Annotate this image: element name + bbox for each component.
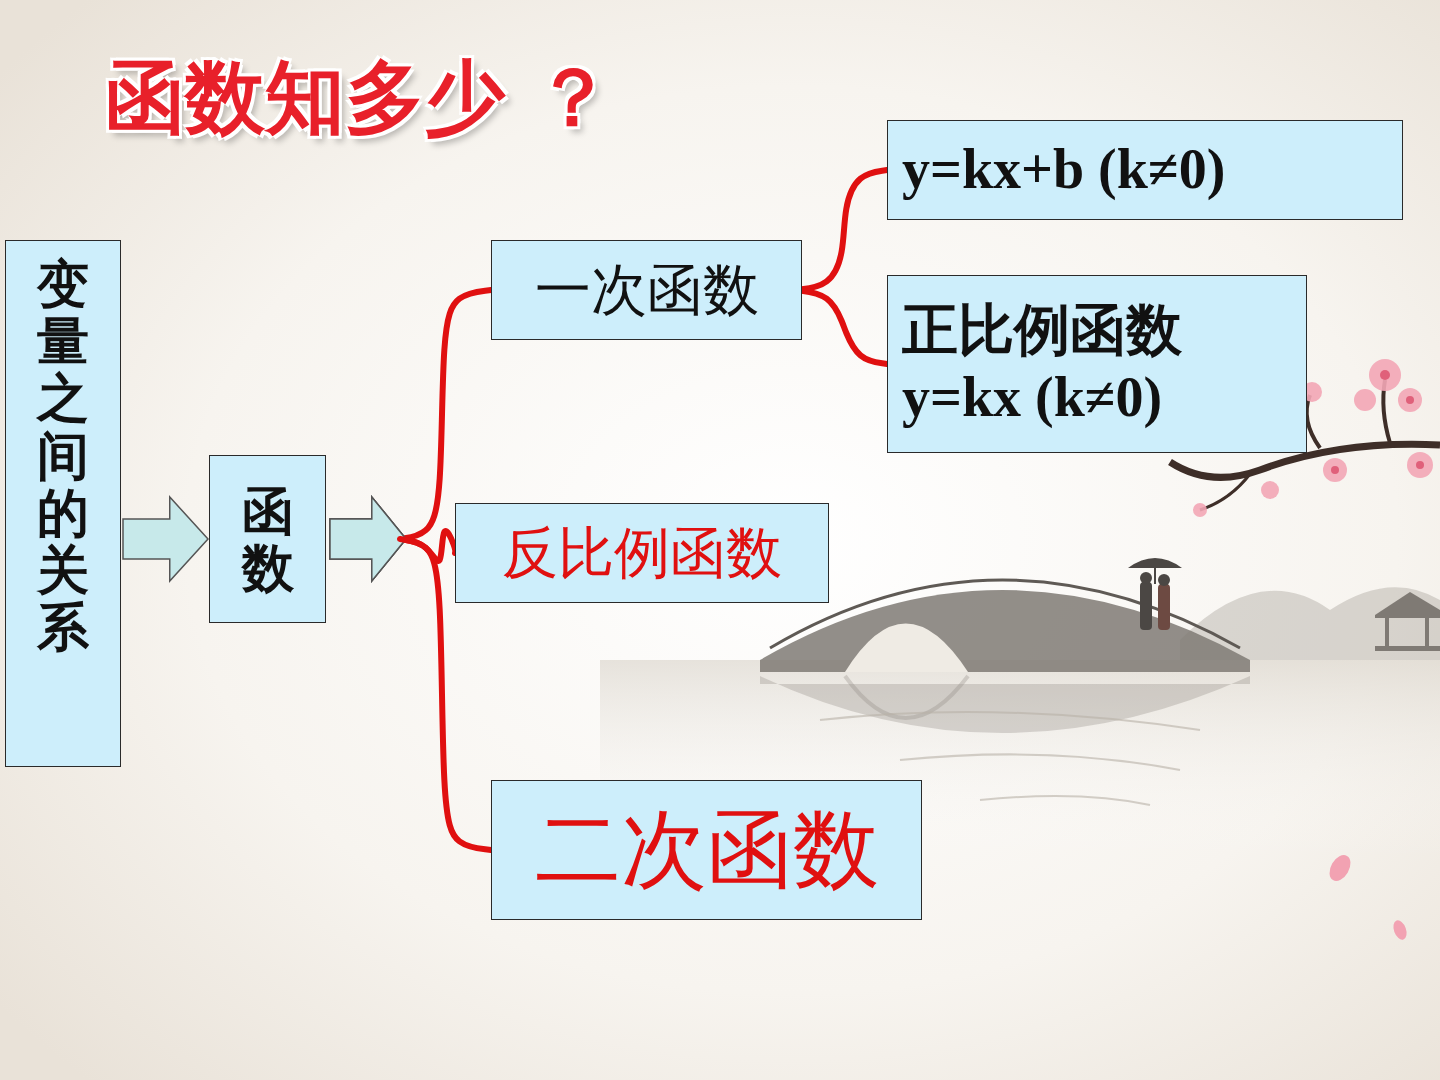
concept-box: 反比例函数 (455, 503, 829, 603)
box-text: y=kx (k≠0) (902, 364, 1162, 431)
concept-box: 正比例函数y=kx (k≠0) (887, 275, 1307, 453)
box-text: 反比例函数 (502, 519, 782, 586)
block-arrow (330, 497, 406, 581)
vertical-box: 变量之间的关系 (5, 240, 121, 767)
vertical-box: 函数 (209, 455, 326, 623)
box-text: 变量之间的关系 (37, 255, 89, 655)
brace-line (400, 290, 491, 539)
pavilion (1375, 592, 1440, 651)
box-text: 正比例函数 (902, 297, 1182, 364)
box-text: 函数 (242, 482, 294, 596)
box-text: y=kx+b (k≠0) (902, 136, 1225, 203)
block-arrow (123, 497, 208, 581)
box-text: 二次函数 (535, 798, 879, 901)
brace-line (796, 290, 887, 364)
couple-with-umbrella (1128, 558, 1182, 630)
slide-title: 函数知多少 ？ (105, 50, 613, 146)
connector (796, 290, 887, 364)
block-arrow (330, 497, 406, 581)
concept-box: 一次函数 (491, 240, 802, 340)
connector (796, 170, 887, 290)
arch-bridge (760, 580, 1250, 733)
block-arrow (330, 497, 406, 581)
falling-petals (1325, 851, 1409, 941)
concept-box: 二次函数 (491, 780, 922, 920)
box-text: 一次函数 (535, 256, 759, 323)
concept-box: y=kx+b (k≠0) (887, 120, 1403, 220)
connector (123, 497, 208, 581)
brace-line (796, 170, 887, 290)
